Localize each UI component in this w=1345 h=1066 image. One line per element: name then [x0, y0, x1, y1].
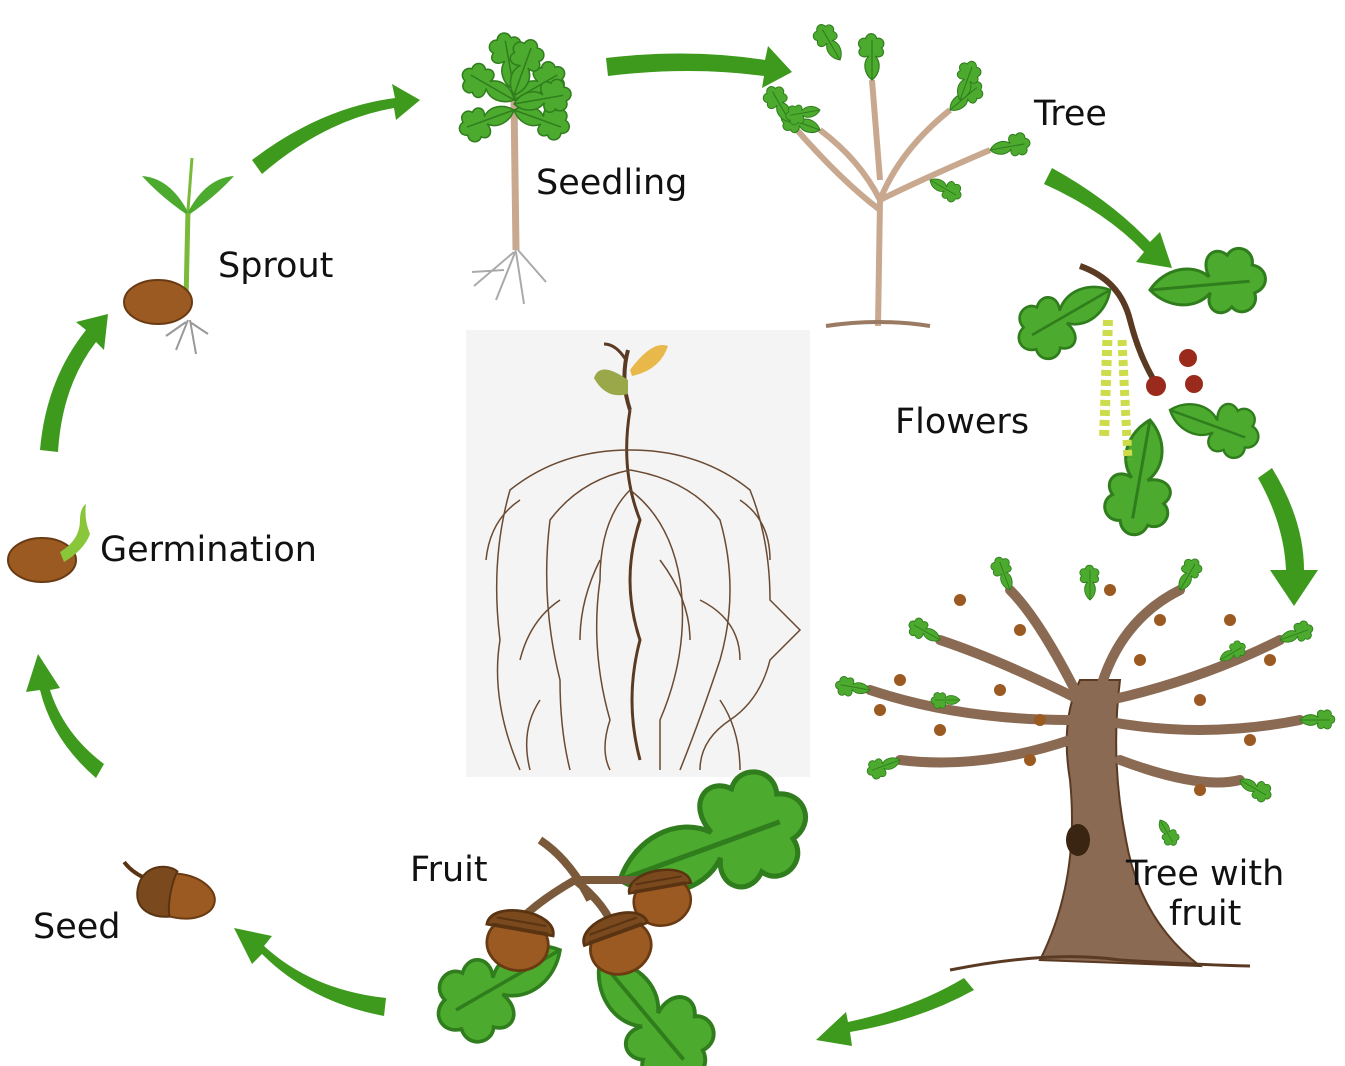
stage-label-tree-with-fruit-line2: fruit [1126, 894, 1284, 934]
cycle-arrow-icon [26, 654, 104, 778]
cycle-arrow-icon [252, 84, 420, 174]
cycle-arrow-icon [816, 978, 974, 1046]
cycle-arrow-icon [606, 46, 792, 88]
cycle-arrow-icon [40, 314, 108, 452]
stage-label-tree: Tree [1034, 94, 1107, 134]
flowering-branch-icon [1006, 246, 1268, 540]
cycle-arrow-icon [234, 928, 386, 1016]
stage-label-germination: Germination [100, 530, 317, 570]
stage-label-flowers: Flowers [895, 402, 1029, 442]
stage-label-tree-with-fruit-line1: Tree with [1126, 854, 1284, 894]
cycle-arrow-icon [1044, 168, 1172, 268]
seed-acorn-icon [116, 860, 219, 926]
young-tree-icon [759, 20, 1031, 326]
cycle-arrow-icon [1258, 468, 1318, 606]
root-head-icon [486, 344, 800, 770]
stage-label-sprout: Sprout [218, 246, 333, 286]
stage-label-seedling: Seedling [536, 163, 687, 203]
stage-label-tree-with-fruit: Tree with fruit [1126, 854, 1284, 935]
stage-label-fruit: Fruit [410, 850, 488, 890]
stage-label-seed: Seed [33, 907, 121, 947]
germination-seed-icon [8, 504, 90, 582]
fruit-acorns-icon [422, 759, 823, 1066]
